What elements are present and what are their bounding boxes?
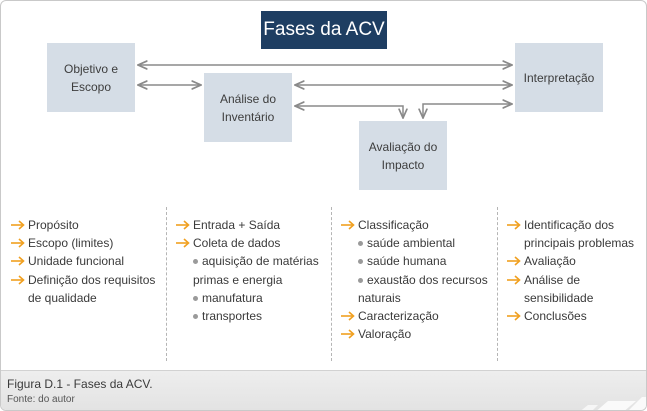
arrow-right-icon <box>506 307 522 325</box>
arrow-right-icon <box>10 252 26 270</box>
arrow-right-icon <box>340 307 356 325</box>
row-text: manufatura <box>202 290 263 305</box>
figure-caption: Figura D.1 - Fases da ACV. Fonte: do aut… <box>1 370 646 410</box>
row-text: Entrada + Saída <box>193 218 281 232</box>
list-item-continuation: sensibilidade <box>503 289 643 307</box>
row-text: Identificação dos <box>524 218 615 232</box>
list-item: Definição dos requisitos <box>7 271 162 289</box>
row-text: de qualidade <box>28 290 97 305</box>
phase-label-line: Interpretação <box>523 70 595 85</box>
row-text: transportes <box>202 309 263 324</box>
row-text: primas e energia <box>193 272 283 287</box>
list-item: Propósito <box>7 216 162 234</box>
list-item: Unidade funcional <box>7 252 162 270</box>
row-text: Propósito <box>28 218 79 232</box>
arrow-right-icon <box>10 234 26 252</box>
phase-label-line: Escopo <box>70 79 112 94</box>
column-separator <box>331 207 332 361</box>
column-impacto: Classificação saúde ambiental saúde humana… <box>331 207 497 368</box>
row-text: Conclusões <box>524 309 587 324</box>
arrow-inventario-impacto <box>295 106 403 118</box>
list-item: Conclusões <box>503 307 643 325</box>
phase-interpretacao: Interpretação <box>515 43 603 112</box>
list-subitem: saúde humana <box>337 252 497 270</box>
row-text: saúde ambiental <box>367 236 456 251</box>
list-subitem: manufatura <box>172 289 327 307</box>
row-text: aquisição de matérias <box>202 254 319 269</box>
connector-arrows <box>1 1 647 201</box>
phase-label-line: Impacto <box>381 157 425 172</box>
list-item-continuation: de qualidade <box>7 289 162 307</box>
list-item: Identificação dos <box>503 216 643 234</box>
arrow-right-icon <box>506 216 522 234</box>
arrow-right-icon <box>506 271 522 289</box>
diagram-title: Fases da ACV <box>261 11 387 49</box>
arrow-right-icon <box>175 234 191 252</box>
arrow-right-icon <box>340 325 356 343</box>
list-item-continuation: principais problemas <box>503 234 643 252</box>
list-subitem: aquisição de matérias <box>172 252 327 270</box>
list-subitem: saúde ambiental <box>337 234 497 252</box>
column-separator <box>497 207 498 361</box>
list-item: Caracterização <box>337 307 497 325</box>
arrow-right-icon <box>506 252 522 270</box>
row-text: Valoração <box>358 327 412 342</box>
list-subitem-continuation: naturais <box>337 289 497 307</box>
bullet-dot-icon <box>358 241 363 247</box>
list-subitem: transportes <box>172 307 327 325</box>
phase-label-line: Objetivo e <box>63 61 119 76</box>
arrow-right-icon <box>340 216 356 234</box>
list-item: Escopo (limites) <box>7 234 162 252</box>
bullet-dot-icon <box>358 259 363 265</box>
phase-avaliacao-impacto: Avaliação do Impacto <box>359 121 447 190</box>
list-item: Avaliação <box>503 252 643 270</box>
list-item: Classificação <box>337 216 497 234</box>
phase-label-line: Avaliação do <box>368 139 438 154</box>
list-item: Análise de <box>503 271 643 289</box>
row-text: sensibilidade <box>524 290 594 305</box>
list-subitem: exaustão dos recursos <box>337 271 497 289</box>
row-text: Coleta de dados <box>193 236 281 251</box>
caption-title: Figura D.1 - Fases da ACV. <box>7 377 153 391</box>
column-separator <box>166 207 167 361</box>
phase-label-line: Inventário <box>221 109 275 124</box>
corner-decoration <box>581 397 646 410</box>
bullet-dot-icon <box>358 277 363 283</box>
row-text: naturais <box>358 290 401 305</box>
row-text: Definição dos requisitos <box>28 272 156 287</box>
list-item: Coleta de dados <box>172 234 327 252</box>
arrow-right-icon <box>10 271 26 289</box>
bullet-dot-icon <box>193 314 198 320</box>
row-text: saúde humana <box>367 254 447 269</box>
list-item: Entrada + Saída <box>172 216 327 234</box>
row-text: Avaliação <box>524 254 576 269</box>
row-text: exaustão dos recursos <box>367 272 488 287</box>
row-text: principais problemas <box>524 236 635 251</box>
diagram-title-text: Fases da ACV <box>263 19 385 40</box>
row-text: Classificação <box>358 218 429 232</box>
row-text: Unidade funcional <box>28 254 125 269</box>
row-text: Análise de <box>524 272 581 287</box>
bullet-dot-icon <box>193 259 198 265</box>
arrow-right-icon <box>10 216 26 234</box>
phase-analise-inventario: Análise do Inventário <box>204 73 292 142</box>
arrow-right-icon <box>175 216 191 234</box>
row-text: Caracterização <box>358 309 439 324</box>
list-subitem-continuation: primas e energia <box>172 271 327 289</box>
arrow-impacto-interpretacao <box>423 104 512 118</box>
phase-label-line: Análise do <box>219 91 277 106</box>
bullet-dot-icon <box>193 295 198 301</box>
caption-source: Fonte: do autor <box>7 394 75 405</box>
row-text: Escopo (limites) <box>28 236 114 251</box>
phase-objetivo-escopo: Objetivo e Escopo <box>47 43 135 112</box>
list-item: Valoração <box>337 325 497 343</box>
